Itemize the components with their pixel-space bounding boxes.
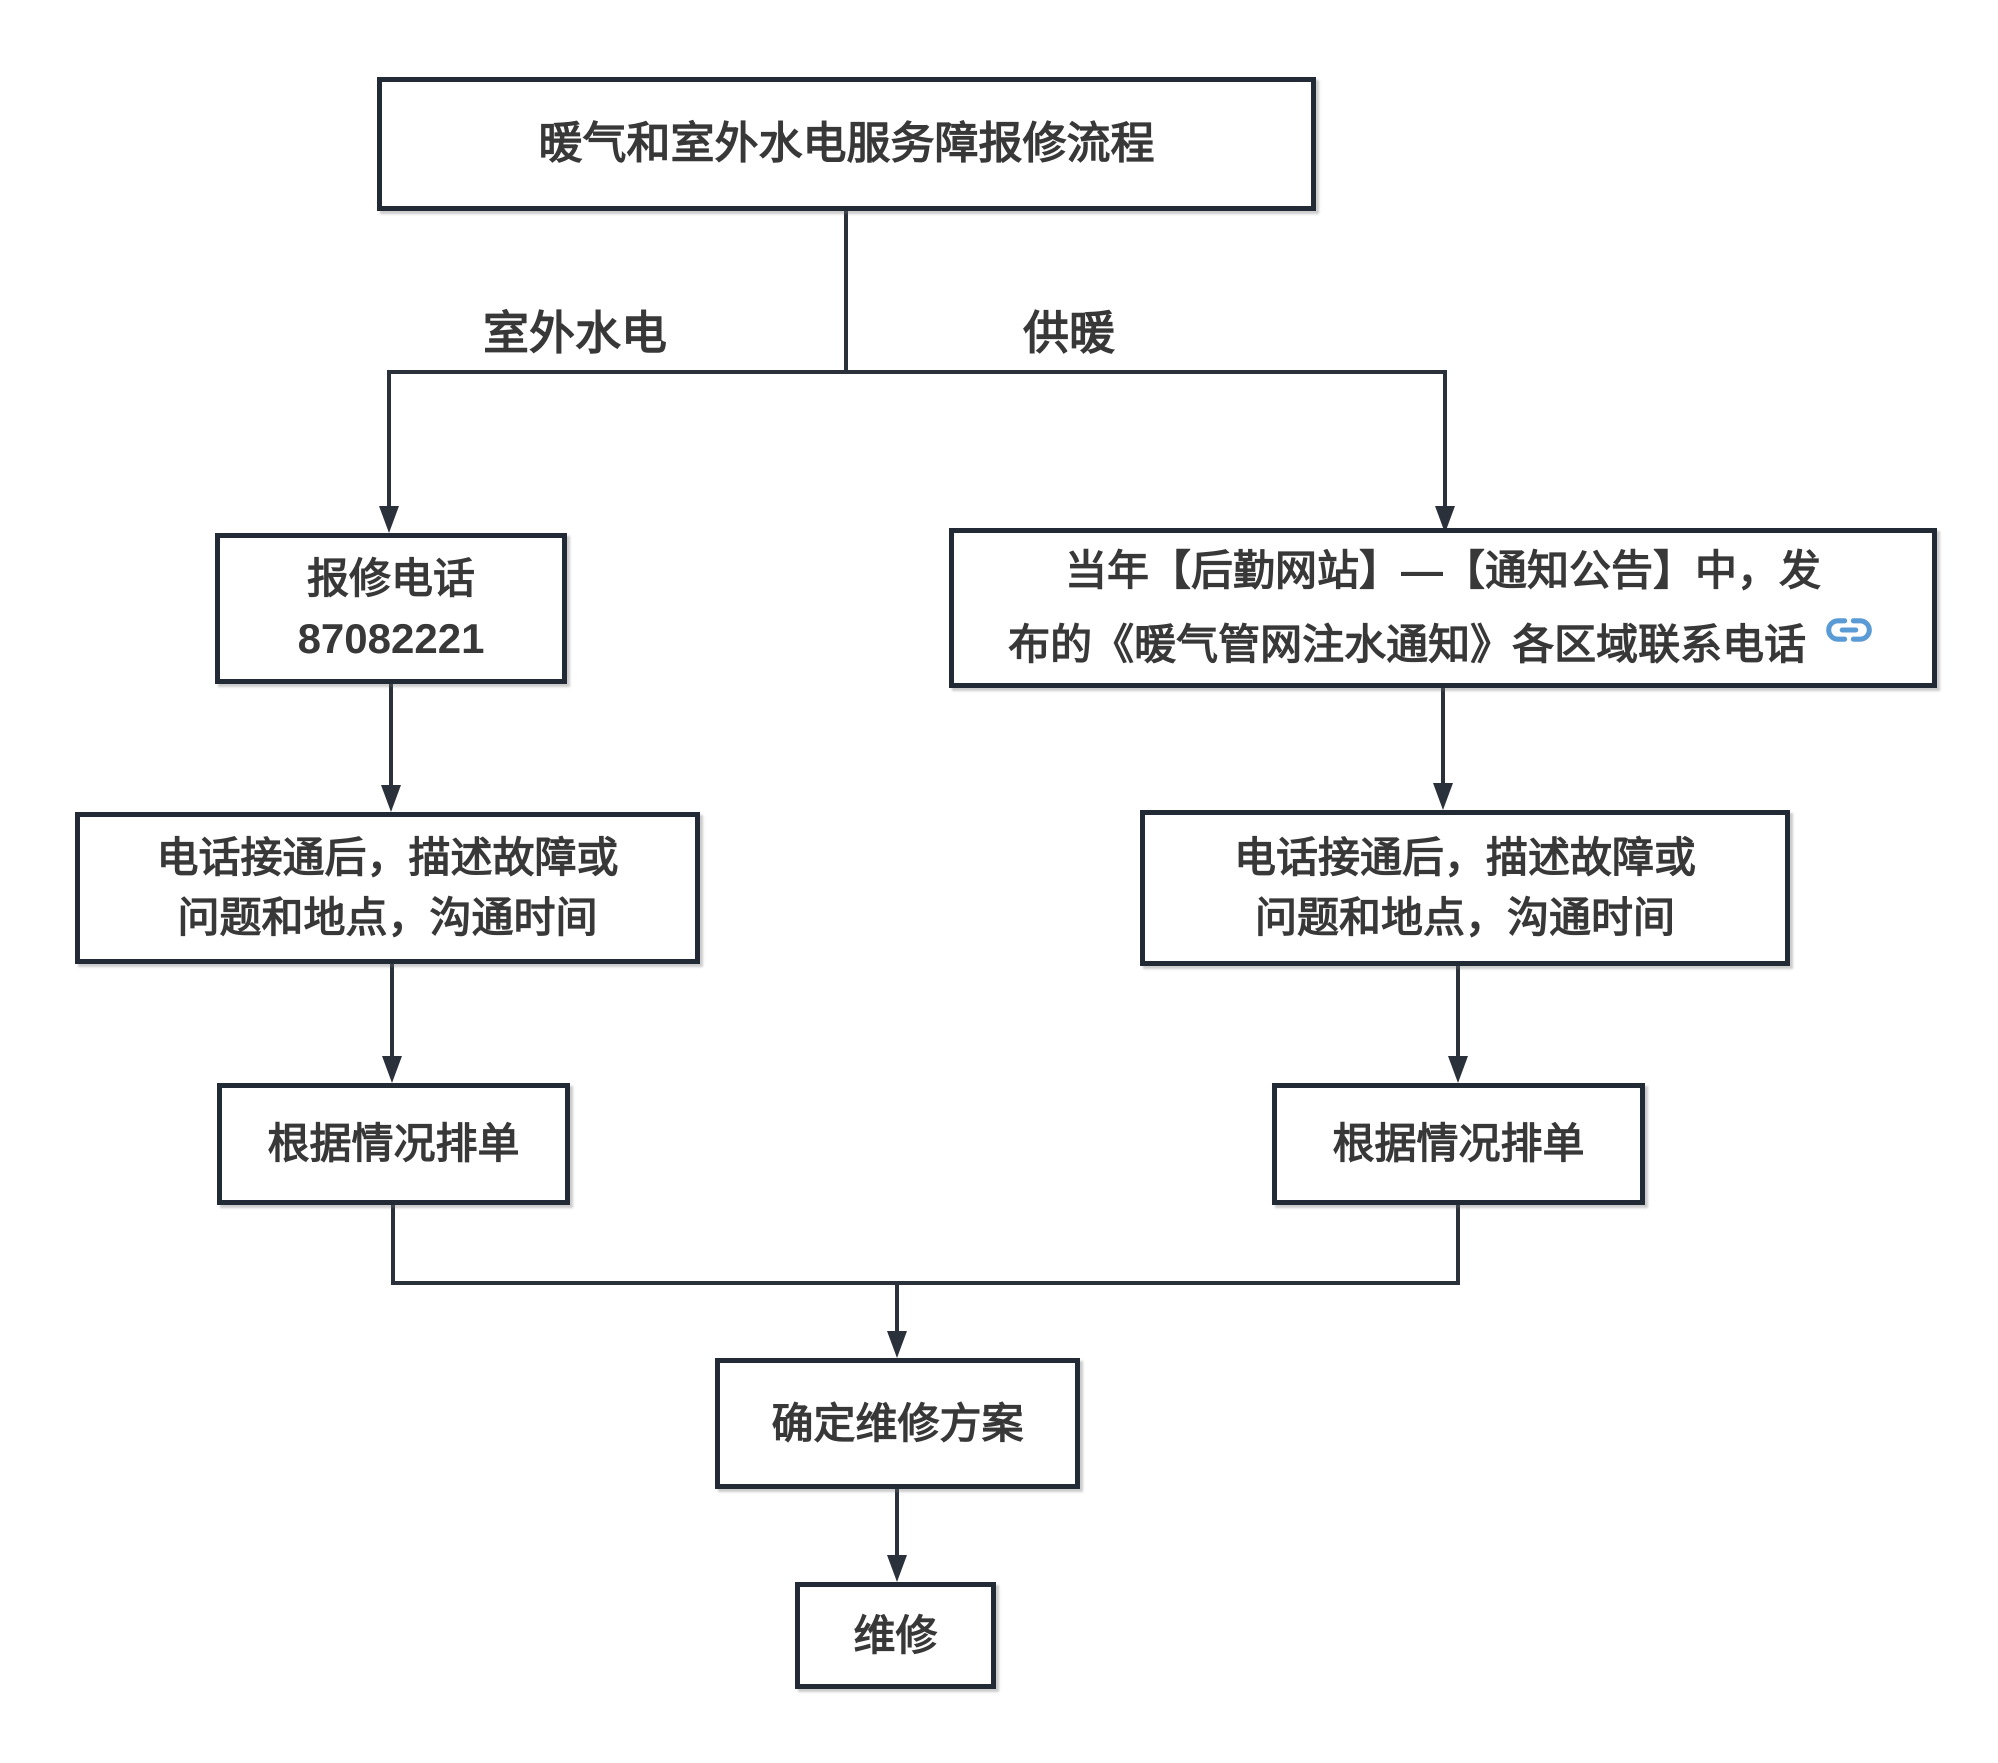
node-confirm-plan: 确定维修方案 xyxy=(715,1358,1080,1489)
report-phone-number: 87082221 xyxy=(297,614,485,662)
left-describe-line1: 电话接通后，描述故障或 xyxy=(156,834,619,882)
connector-right-branch xyxy=(1443,370,1447,507)
heating-notice-line2-wrap: 布的《暖气管网注水通知》各区域联系电话 xyxy=(1008,601,1878,675)
connector-merge-stem xyxy=(895,1281,899,1332)
node-title: 暖气和室外水电服务障报修流程 xyxy=(377,77,1316,211)
report-phone-line1: 报修电话 xyxy=(306,554,475,602)
right-schedule-text: 根据情况排单 xyxy=(1332,1120,1585,1168)
heating-notice-line1: 当年【后勤网站】—【通知公告】中，发 xyxy=(1064,547,1821,595)
node-repair: 维修 xyxy=(795,1582,996,1689)
connector-merge-horizontal xyxy=(391,1281,1460,1285)
heating-notice-line2: 布的《暖气管网注水通知》各区域联系电话 xyxy=(1008,621,1807,668)
arrowhead-right-branch xyxy=(1435,506,1455,533)
branch-label-outdoor-utilities: 室外水电 xyxy=(483,307,667,359)
connector-left-merge xyxy=(391,1205,395,1285)
connector-right-1 xyxy=(1441,688,1445,784)
left-describe-line2: 问题和地点，沟通时间 xyxy=(177,894,598,941)
arrowhead-left-1 xyxy=(381,785,401,812)
branch-label-heating: 供暖 xyxy=(1023,307,1115,359)
connector-title-stem xyxy=(844,211,848,372)
arrowhead-right-2 xyxy=(1448,1056,1468,1083)
connector-right-2 xyxy=(1456,966,1460,1057)
node-right-describe: 电话接通后，描述故障或 问题和地点，沟通时间 xyxy=(1140,810,1790,966)
connector-branch-split xyxy=(387,370,1447,374)
arrowhead-left-2 xyxy=(382,1056,402,1083)
arrowhead-plan-repair xyxy=(887,1555,907,1582)
connector-left-2 xyxy=(390,964,394,1057)
confirm-plan-text: 确定维修方案 xyxy=(771,1399,1024,1447)
node-right-schedule: 根据情况排单 xyxy=(1272,1083,1645,1205)
node-heating-notice: 当年【后勤网站】—【通知公告】中，发 布的《暖气管网注水通知》各区域联系电话 xyxy=(949,528,1937,688)
left-schedule-text: 根据情况排单 xyxy=(267,1120,520,1168)
connector-plan-repair xyxy=(895,1489,899,1556)
node-left-describe: 电话接通后，描述故障或 问题和地点，沟通时间 xyxy=(75,812,700,964)
arrowhead-right-1 xyxy=(1433,783,1453,810)
repair-text: 维修 xyxy=(853,1611,938,1659)
node-report-phone: 报修电话 87082221 xyxy=(215,533,567,684)
right-describe-line1: 电话接通后，描述故障或 xyxy=(1233,834,1696,882)
arrowhead-left-branch xyxy=(379,506,399,533)
node-title-text: 暖气和室外水电服务障报修流程 xyxy=(538,118,1155,168)
right-describe-line2: 问题和地点，沟通时间 xyxy=(1254,894,1675,941)
connector-right-merge xyxy=(1456,1205,1460,1285)
connector-left-branch xyxy=(387,370,391,507)
hyperlink-icon[interactable] xyxy=(1820,601,1878,659)
arrowhead-merge xyxy=(887,1331,907,1358)
node-left-schedule: 根据情况排单 xyxy=(217,1083,570,1205)
connector-left-1 xyxy=(389,684,393,786)
